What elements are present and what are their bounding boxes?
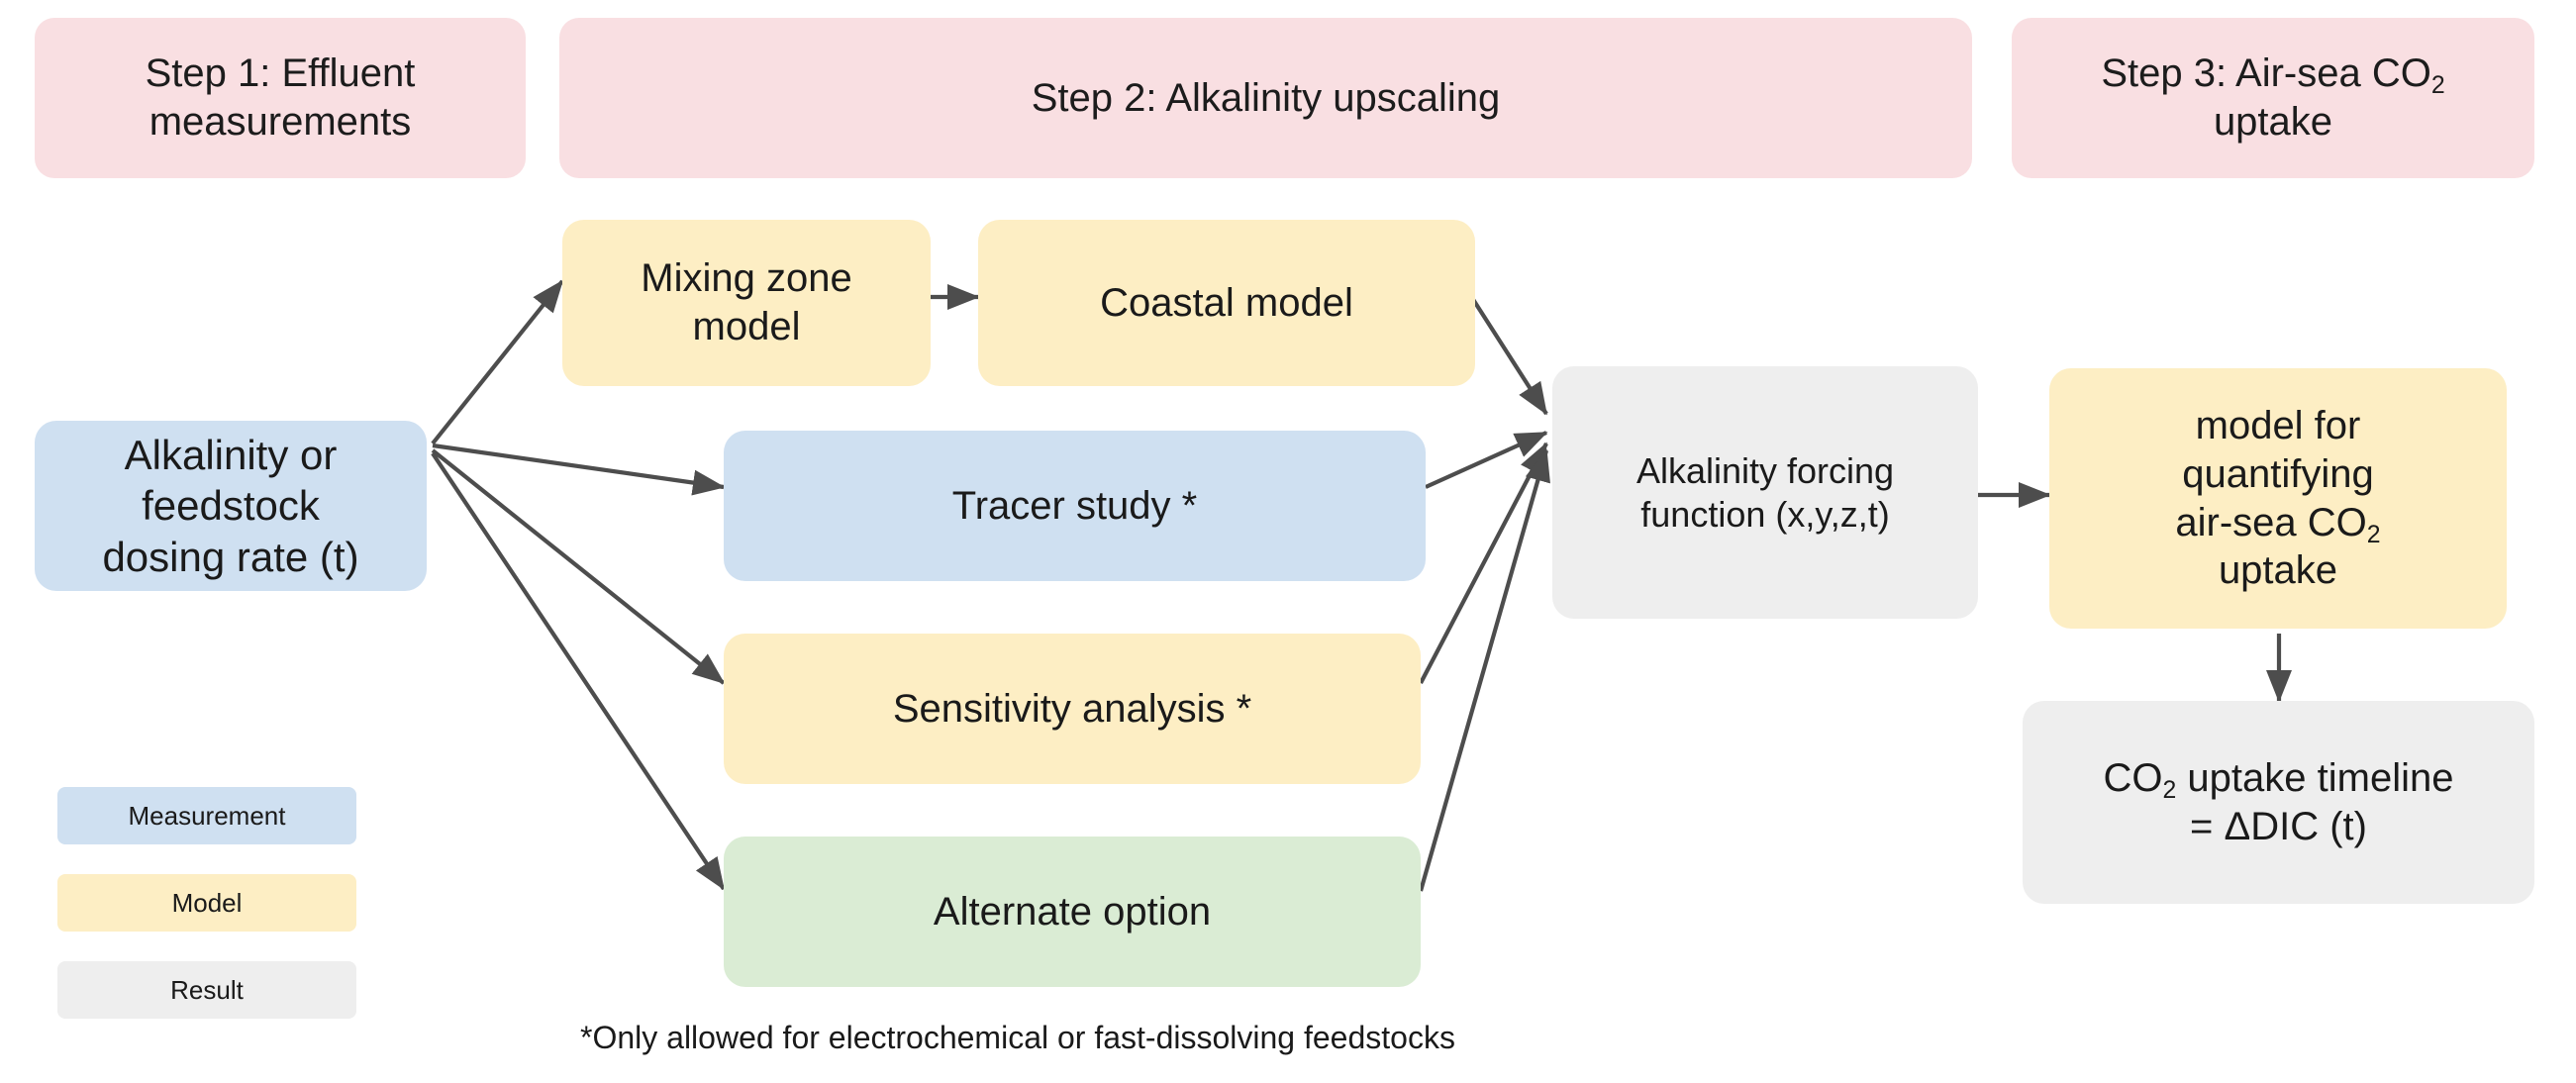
legend-item-measurement: Measurement xyxy=(57,787,356,844)
edge-input-to-tracer xyxy=(432,443,726,496)
step-banner-2-label: Step 2: Alkalinity upscaling xyxy=(1031,75,1501,120)
edge-tracer-to-forcing xyxy=(1425,431,1548,489)
edge-input-to-mixing-zone xyxy=(431,279,564,445)
step-banner-1-label: Step 1: Effluent measurements xyxy=(145,51,416,144)
node-sensitivity-analysis-label: Sensitivity analysis * xyxy=(892,686,1252,731)
edge-coastal-to-forcing xyxy=(1463,285,1548,416)
edge-alternate-to-forcing xyxy=(1418,448,1550,892)
edge-input-to-sensitivity xyxy=(431,448,726,685)
legend-item-model-label: Model xyxy=(171,887,243,918)
legend-item-result-label: Result xyxy=(170,974,244,1005)
subscript-2: 2 xyxy=(2430,72,2445,100)
node-mixing-zone-model-label: Mixing zone model xyxy=(641,256,852,348)
node-co2-uptake-timeline[interactable]: CO2 uptake timeline = ΔDIC (t) xyxy=(2023,701,2534,904)
step-banner-1: Step 1: Effluent measurements xyxy=(35,18,526,178)
node-coastal-model[interactable]: Coastal model xyxy=(978,220,1475,386)
node-alternate-option[interactable]: Alternate option xyxy=(724,837,1421,987)
subscript-2: 2 xyxy=(2162,776,2177,804)
node-coastal-model-label: Coastal model xyxy=(1100,280,1353,325)
node-alkalinity-forcing-function-label: Alkalinity forcing function (x,y,z,t) xyxy=(1635,449,1895,535)
node-tracer-study-label: Tracer study * xyxy=(951,483,1198,528)
node-sensitivity-analysis[interactable]: Sensitivity analysis * xyxy=(724,634,1421,784)
subscript-2: 2 xyxy=(2366,521,2381,548)
node-co2-uptake-timeline-label: CO2 uptake timeline = ΔDIC (t) xyxy=(2103,755,2454,848)
node-input-dosing-rate[interactable]: Alkalinity or feedstock dosing rate (t) xyxy=(35,421,427,591)
legend-item-model: Model xyxy=(57,874,356,932)
edge-sensitivity-to-forcing xyxy=(1419,442,1548,684)
node-mixing-zone-model[interactable]: Mixing zone model xyxy=(562,220,931,386)
footnote-text: *Only allowed for electrochemical or fas… xyxy=(580,1020,1455,1055)
step-banner-2: Step 2: Alkalinity upscaling xyxy=(559,18,1972,178)
legend-item-measurement-label: Measurement xyxy=(128,800,286,831)
step-banner-3-label: Step 3: Air-sea CO2 uptake xyxy=(2101,51,2445,144)
node-tracer-study[interactable]: Tracer study * xyxy=(724,431,1426,581)
node-alkalinity-forcing-function[interactable]: Alkalinity forcing function (x,y,z,t) xyxy=(1552,366,1978,619)
step-banner-3: Step 3: Air-sea CO2 uptake xyxy=(2012,18,2534,178)
edge-input-to-alternate xyxy=(431,451,726,891)
node-quantify-model-label: model for quantifying air-sea CO2 uptake xyxy=(2175,403,2381,593)
node-input-dosing-rate-label: Alkalinity or feedstock dosing rate (t) xyxy=(102,432,359,580)
node-quantify-model[interactable]: model for quantifying air-sea CO2 uptake xyxy=(2049,368,2507,629)
node-alternate-option-label: Alternate option xyxy=(933,889,1212,934)
legend-item-result: Result xyxy=(57,961,356,1019)
